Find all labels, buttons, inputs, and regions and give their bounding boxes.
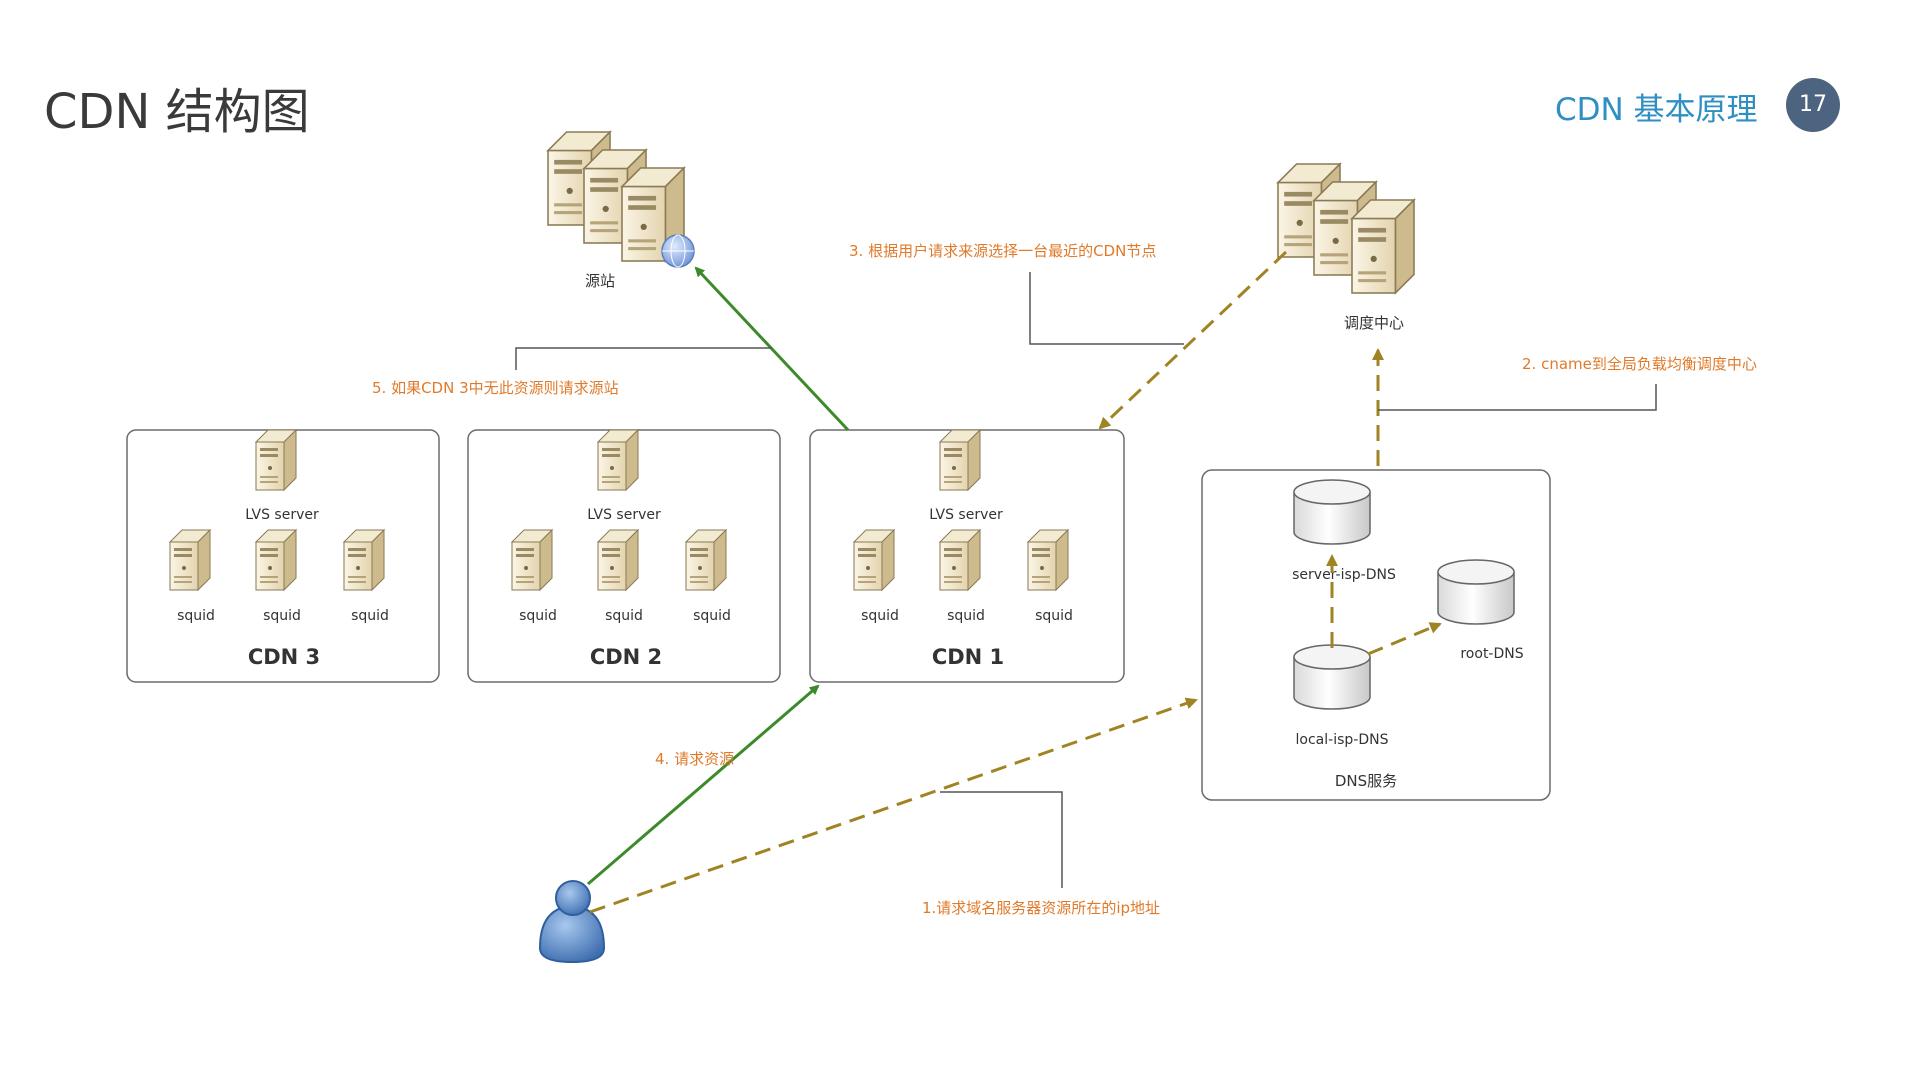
squid-label: squid xyxy=(263,608,301,624)
scheduler-server-icon xyxy=(1277,163,1415,294)
lvs-server-icon xyxy=(597,429,639,491)
step2-note: 2. cname到全局负载均衡调度中心 xyxy=(1522,355,1757,373)
squid-label: squid xyxy=(605,608,643,624)
origin-server-icon xyxy=(547,131,685,262)
squid-server-icon xyxy=(853,529,895,591)
step1-callout-line xyxy=(940,791,1063,888)
cdn-node-label: CDN 2 xyxy=(590,645,662,669)
squid-label: squid xyxy=(861,608,899,624)
local-to-root-dns-arrow xyxy=(1367,622,1442,656)
local-isp-dns-label: local-isp-DNS xyxy=(1296,732,1389,748)
dns-request-arrow xyxy=(589,697,1198,914)
step3-note: 3. 根据用户请求来源选择一台最近的CDN节点 xyxy=(849,242,1156,260)
server-isp-dns-icon xyxy=(1293,479,1371,545)
squid-label: squid xyxy=(177,608,215,624)
page-title: CDN 结构图 xyxy=(44,84,310,140)
squid-label: squid xyxy=(519,608,557,624)
squid-server-icon xyxy=(685,529,727,591)
squid-label: squid xyxy=(1035,608,1073,624)
squid-server-icon xyxy=(511,529,553,591)
step3-callout-line xyxy=(1029,272,1184,345)
local-isp-dns-icon xyxy=(1293,644,1371,710)
dns-service: server-isp-DNS root-DNS local-isp-DNS DN… xyxy=(1201,469,1551,801)
cdn-node-2: LVS server squid squid squid CDN 2 xyxy=(467,429,781,683)
root-dns-icon xyxy=(1437,559,1515,625)
squid-server-icon xyxy=(1027,529,1069,591)
lvs-server-icon xyxy=(939,429,981,491)
lvs-label: LVS server xyxy=(587,507,661,523)
section-title: CDN 基本原理 xyxy=(1555,92,1758,128)
origin-label: 源站 xyxy=(585,272,615,290)
lvs-server-icon xyxy=(255,429,297,491)
step1-note: 1.请求域名服务器资源所在的ip地址 xyxy=(922,899,1160,917)
squid-server-icon xyxy=(255,529,297,591)
squid-label: squid xyxy=(947,608,985,624)
user-icon xyxy=(538,880,606,964)
origin-fetch-arrow xyxy=(694,266,850,432)
cdn-node-1: LVS server squid squid squid CDN 1 xyxy=(809,429,1125,683)
squid-server-icon xyxy=(343,529,385,591)
step5-callout-line xyxy=(515,347,772,370)
squid-label: squid xyxy=(693,608,731,624)
cdn-node-3: LVS server squid squid squid CDN 3 xyxy=(126,429,440,683)
server-isp-dns-label: server-isp-DNS xyxy=(1292,567,1396,583)
squid-label: squid xyxy=(351,608,389,624)
lvs-label: LVS server xyxy=(245,507,319,523)
page-number-badge: 17 xyxy=(1786,78,1840,132)
scheduler-to-cdn-arrow xyxy=(1098,250,1288,430)
step4-note: 4. 请求资源 xyxy=(655,750,734,768)
globe-icon xyxy=(661,234,695,268)
step5-note: 5. 如果CDN 3中无此资源则请求源站 xyxy=(372,379,619,397)
root-dns-label: root-DNS xyxy=(1460,646,1523,662)
squid-server-icon xyxy=(939,529,981,591)
resource-request-arrow xyxy=(587,684,820,886)
dns-service-label: DNS服务 xyxy=(1335,772,1397,790)
lvs-label: LVS server xyxy=(929,507,1003,523)
step2-callout-line xyxy=(1378,384,1657,411)
squid-server-icon xyxy=(169,529,211,591)
cdn-node-label: CDN 1 xyxy=(932,645,1004,669)
cdn-node-label: CDN 3 xyxy=(248,645,320,669)
squid-server-icon xyxy=(597,529,639,591)
scheduler-label: 调度中心 xyxy=(1344,314,1404,332)
